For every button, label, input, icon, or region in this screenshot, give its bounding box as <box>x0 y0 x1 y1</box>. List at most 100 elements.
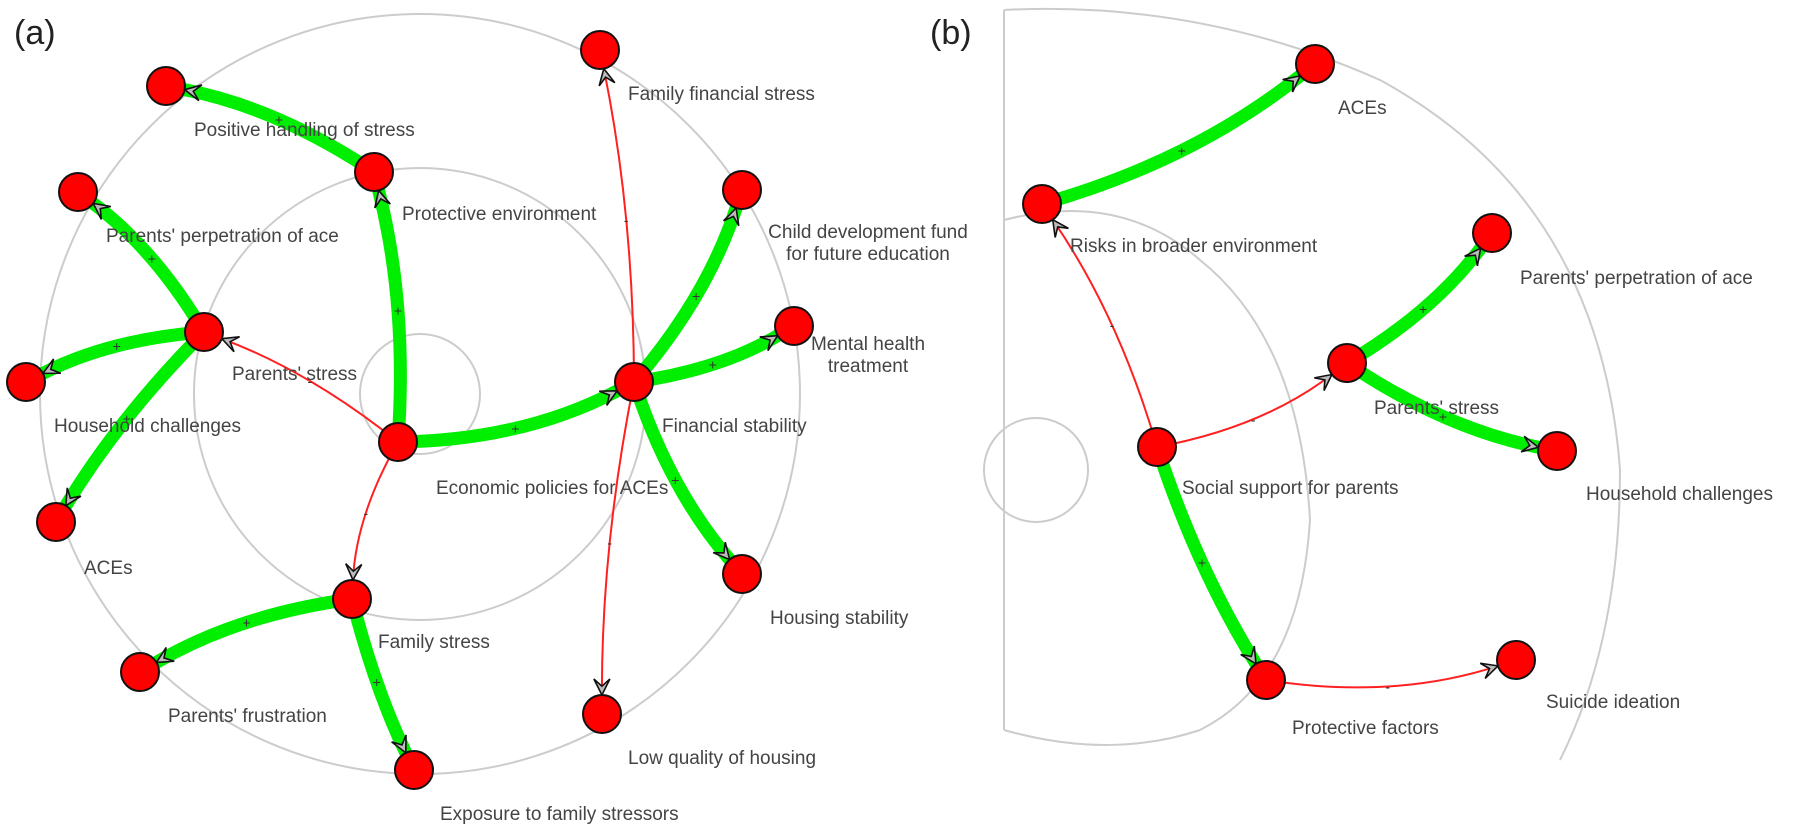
edge-a-pstress-to-aces <box>60 327 209 510</box>
node-a-mental[interactable] <box>774 306 814 346</box>
node-label-a-pfrus: Parents' frustration <box>168 706 327 727</box>
arrowhead-icon <box>220 335 240 353</box>
node-label-a-econ: Economic policies for ACEs <box>436 478 668 499</box>
arrowhead-icon <box>1240 645 1257 666</box>
node-label-a-poshand: Positive handling of stress <box>194 120 415 141</box>
node-a-lowhousing[interactable] <box>582 694 622 734</box>
edge-sign: - <box>308 373 313 389</box>
edge-b-social-to-pstress <box>1156 373 1333 448</box>
edge-sign: - <box>1385 678 1390 694</box>
edge-a-finstab-to-famfin <box>602 68 635 383</box>
edge-a-finstab-to-housingstab <box>627 379 735 564</box>
edge-sign: - <box>624 212 629 228</box>
edge-b-protfac-to-suicide <box>1265 664 1499 689</box>
node-a-exposure[interactable] <box>394 750 434 790</box>
arrowhead-icon <box>593 678 611 697</box>
node-a-famfin[interactable] <box>580 30 620 70</box>
edge-sign: - <box>1110 317 1115 333</box>
edge-sign: + <box>148 251 156 267</box>
arrowhead-icon <box>1314 373 1334 391</box>
edge-sign: + <box>671 472 679 488</box>
node-label-b-pperp: Parents' perpetration of ace <box>1520 268 1753 289</box>
arrowhead-icon <box>712 542 731 561</box>
node-label-b-social: Social support for parents <box>1182 478 1399 499</box>
edge-sign: + <box>1198 555 1206 571</box>
node-label-b-protfac: Protective factors <box>1292 718 1439 739</box>
node-label-a-famfin: Family financial stress <box>628 84 815 105</box>
node-a-pstress[interactable] <box>184 312 224 352</box>
node-label-a-finstab: Financial stability <box>662 416 807 437</box>
node-a-childfund[interactable] <box>722 170 762 210</box>
nodes-layer <box>6 30 1577 790</box>
arrowhead-icon <box>599 390 619 406</box>
panel-a-label: (a) <box>14 14 56 52</box>
edge-sign: + <box>511 420 519 436</box>
node-b-social[interactable] <box>1137 427 1177 467</box>
node-label-a-pstress: Parents' stress <box>232 364 357 385</box>
edge-b-social-to-protfac <box>1150 444 1262 668</box>
node-a-poshand[interactable] <box>146 66 186 106</box>
edge-a-finstab-to-lowhousing <box>600 381 635 696</box>
node-a-econ[interactable] <box>378 422 418 462</box>
node-a-housingstab[interactable] <box>722 554 762 594</box>
node-a-pfrus[interactable] <box>120 652 160 692</box>
node-b-pstress[interactable] <box>1327 343 1367 383</box>
arrowhead-icon <box>154 646 175 664</box>
node-b-aces[interactable] <box>1295 44 1335 84</box>
node-label-a-famstress: Family stress <box>378 632 490 653</box>
arrowhead-icon <box>1479 662 1500 680</box>
ring <box>359 333 481 455</box>
arrowhead-icon <box>1464 246 1482 266</box>
edge-a-econ-to-protenv <box>372 188 407 443</box>
node-label-a-protenv: Protective environment <box>402 204 597 225</box>
arrowhead-icon <box>759 334 780 352</box>
edge-a-econ-to-finstab <box>397 385 621 449</box>
node-b-risks[interactable] <box>1022 184 1062 224</box>
ring <box>1003 210 1312 731</box>
node-label-a-housingstab: Housing stability <box>770 608 909 629</box>
ring <box>1003 7 1622 761</box>
node-label-b-risks: Risks in broader environment <box>1070 236 1318 257</box>
node-a-aces[interactable] <box>36 502 76 542</box>
arrowhead-icon <box>182 84 203 102</box>
edge-b-pstress-to-pperp <box>1343 244 1486 369</box>
edge-sign: + <box>242 615 250 631</box>
node-label-a-lowhousing: Low quality of housing <box>628 748 816 769</box>
edge-a-pstress-to-pperp <box>89 198 210 336</box>
node-label-b-aces: ACEs <box>1338 98 1387 119</box>
edge-sign: - <box>607 534 612 550</box>
panel-b-label: (b) <box>930 14 972 52</box>
node-a-finstab[interactable] <box>614 362 654 402</box>
node-b-pperp[interactable] <box>1472 213 1512 253</box>
ring <box>983 417 1089 523</box>
edge-sign: + <box>1439 409 1447 425</box>
node-a-protenv[interactable] <box>354 152 394 192</box>
labels-layer: Economic policies for ACEs Protective env… <box>54 84 1773 825</box>
edge-a-pstress-to-household <box>39 325 205 380</box>
edge-a-econ-to-famstress <box>351 441 399 581</box>
arrowhead-icon <box>374 188 391 209</box>
edge-sign: - <box>1251 411 1256 427</box>
node-label-b-household: Household challenges <box>1586 484 1773 505</box>
node-b-protfac[interactable] <box>1246 660 1286 700</box>
edge-a-famstress-to-pfrus <box>153 592 353 669</box>
node-b-household[interactable] <box>1537 431 1577 471</box>
arrowhead-icon <box>1282 74 1302 93</box>
arrowhead-icon <box>722 206 740 227</box>
edge-sign: + <box>1419 301 1427 317</box>
edge-b-risks-to-aces <box>1040 70 1305 211</box>
node-label-b-suicide: Suicide ideation <box>1546 692 1680 713</box>
edge-sign: + <box>123 410 131 426</box>
edge-a-famstress-to-exposure <box>345 597 412 756</box>
node-b-suicide[interactable] <box>1496 640 1536 680</box>
node-a-pperp[interactable] <box>58 172 98 212</box>
node-a-household[interactable] <box>6 362 46 402</box>
arrowhead-icon <box>391 734 407 755</box>
node-a-famstress[interactable] <box>332 579 372 619</box>
arrowhead-icon <box>345 563 363 582</box>
edge-sign: + <box>1178 143 1186 159</box>
edge-sign: + <box>692 288 700 304</box>
